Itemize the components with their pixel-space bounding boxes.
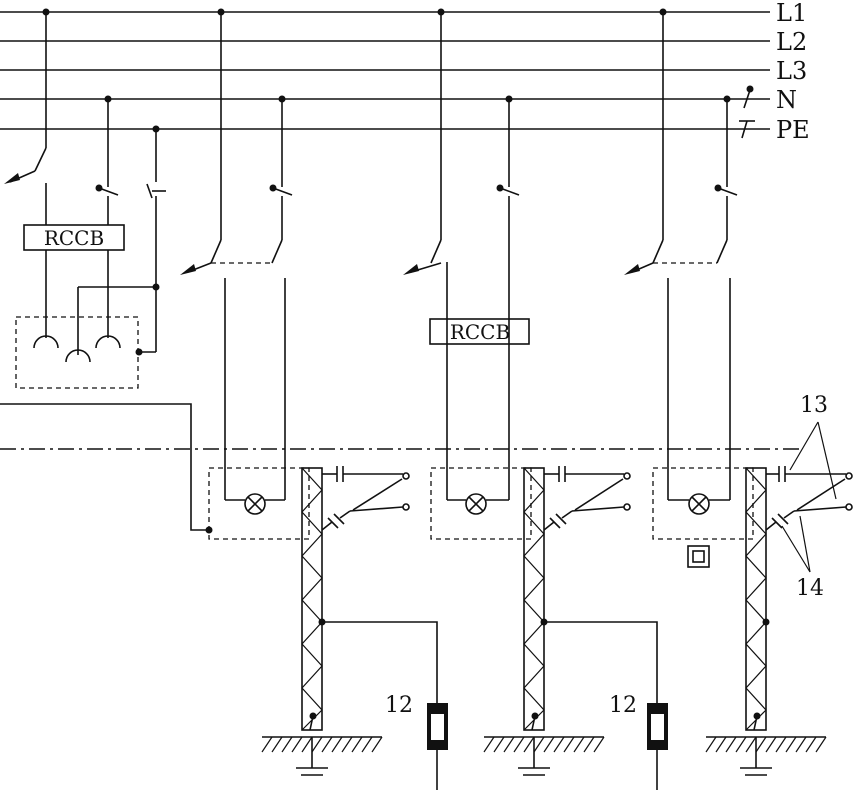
spark-gap-lower-c [765,478,853,531]
neutral-contact-a [269,184,293,240]
ground-a [261,736,383,776]
callout-14-label: 14 [796,576,824,601]
lattice-pole-a: 12 [261,466,448,790]
spark-gap-upper-a [322,466,410,482]
bus-label-l3: L3 [776,57,807,85]
spark-gap-lower-a [321,478,410,531]
luminaire-b [430,467,532,540]
ground-b [483,736,605,776]
surge-arrester-b: 12 [609,693,668,790]
spark-gap-lower-b [543,478,631,531]
rccb-middle-label: RCCB [450,320,510,344]
rccb-middle: RCCB [429,318,530,345]
rccb-left: RCCB [23,224,125,251]
socket-outlet [15,316,139,389]
surge-arrester-a: 12 [385,693,448,790]
ground-c [705,736,827,776]
socket-circuit: RCCB [0,8,213,534]
neutral-contact-b [496,184,520,240]
callout-14: 14 [781,515,824,601]
phase-breaker [4,147,47,225]
callout-13-label: 13 [800,393,828,418]
lighting-circuit-c [624,8,754,568]
lattice-pole-c [705,466,853,776]
breaker-c [624,239,731,500]
bus-bars: L1 L2 L3 N PE [0,0,810,144]
bus-label-l2: L2 [776,28,807,56]
pe-terminal-symbol [146,183,166,199]
lighting-circuit-a [180,8,310,540]
breaker-a [180,239,286,500]
neutral-contact-c [714,184,738,240]
callout-12-a: 12 [385,693,413,718]
breaker-b [403,239,510,500]
class-ii-symbol [687,545,710,568]
n-break-symbol [743,85,754,109]
lighting-circuit-b: RCCB [403,8,532,540]
callout-13: 13 [789,393,837,500]
bus-label-pe: PE [776,116,810,144]
pe-break-symbol [739,120,755,139]
bus-label-l1: L1 [776,0,807,27]
spark-gap-upper-b [544,466,631,482]
lattice-pole-b: 12 [483,466,668,790]
neutral-contact [95,184,119,225]
rccb-left-label: RCCB [44,226,104,250]
bus-label-n: N [776,86,797,114]
luminaire-a [208,467,310,540]
callout-12-b: 12 [609,693,637,718]
spark-gap-upper-c [766,466,853,482]
